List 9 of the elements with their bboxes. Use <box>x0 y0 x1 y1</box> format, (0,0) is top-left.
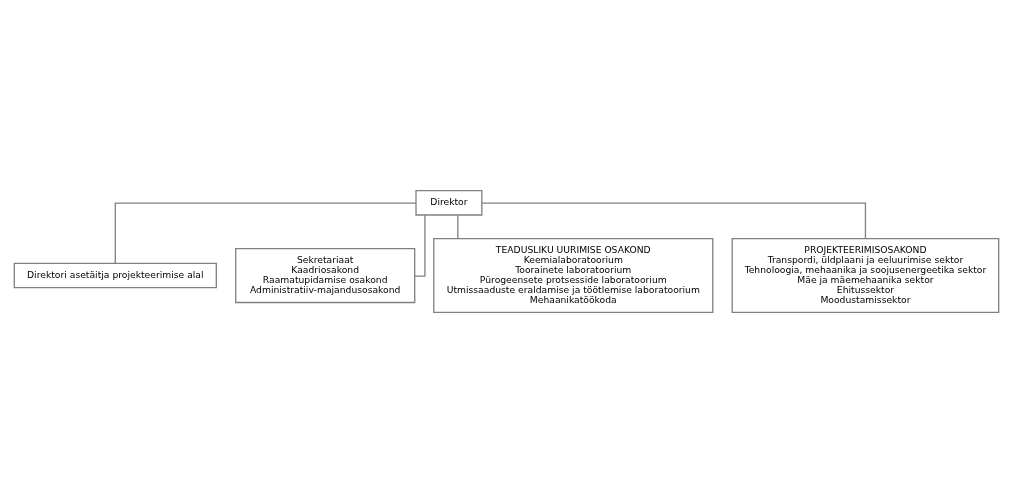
node-box: Direktori asetäitja projekteerimise alal <box>13 262 217 289</box>
node-box: TEADUSLIKU UURIMISE OSAKOND Keemialaboratoorium Toorainete laboratoorium Pürogeensete protsesside laboratoorium Utmissaaduste eraldamise ja töötlemise laboratoorium Mehaanikatöökoda <box>433 238 714 314</box>
connector <box>481 202 867 240</box>
node-box: Direktor <box>415 189 483 216</box>
connector <box>457 214 459 240</box>
connector <box>414 214 426 277</box>
node-box: Sekretariaat Kaadriosakond Raamatupidamise osakond Administratiiv-majandusosakond <box>235 247 416 304</box>
node-box: PROJEKTEERIMISOSAKOND Transpordi, üldplaani ja eeluurimise sektor Tehnoloogia, mehaanika ja soojusenergeetika sektor Mäe ja mäemehaanika sektor Ehitussektor Moodustamissektor <box>731 238 1000 314</box>
connector <box>114 202 417 264</box>
